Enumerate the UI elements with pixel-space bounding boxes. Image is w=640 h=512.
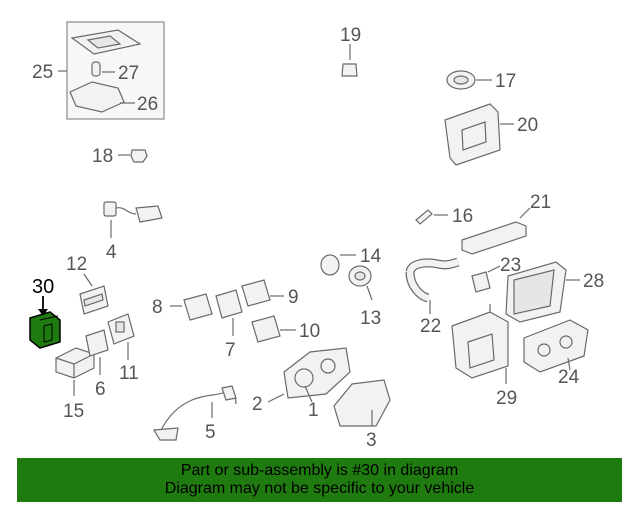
part-21-vent[interactable] [461, 207, 531, 255]
label-27: 27 [118, 63, 139, 84]
label-19: 19 [340, 25, 361, 46]
label-20: 20 [517, 115, 538, 136]
label-7: 7 [225, 340, 236, 361]
part-5-wiring-harness[interactable] [152, 385, 237, 441]
part-14-socket[interactable] [320, 254, 356, 276]
label-18: 18 [92, 146, 113, 167]
label-10: 10 [299, 321, 320, 342]
part-4-sensor[interactable] [103, 201, 163, 238]
part-20-bracket[interactable] [444, 103, 514, 166]
label-17: 17 [495, 71, 516, 92]
part-16-bulb[interactable] [415, 209, 448, 225]
label-29: 29 [496, 388, 517, 409]
part-8-switch[interactable] [170, 293, 213, 321]
label-15: 15 [63, 401, 84, 422]
part-28-display[interactable] [505, 261, 580, 323]
part-12-switch[interactable] [79, 273, 109, 315]
label-11: 11 [119, 363, 139, 384]
label-13: 13 [360, 308, 381, 329]
part-25-dome-light-assembly[interactable] [58, 21, 165, 120]
label-1: 1 [308, 400, 319, 421]
label-5: 5 [205, 422, 216, 443]
part-22-duct[interactable] [405, 257, 460, 314]
part-15-module[interactable] [55, 347, 95, 396]
part-19-clip[interactable] [341, 44, 358, 77]
part-11-switch[interactable] [107, 313, 135, 360]
notice-banner: Part or sub-assembly is #30 in diagram D… [17, 458, 622, 502]
part-17-lamp[interactable] [446, 70, 492, 90]
label-9: 9 [288, 287, 299, 308]
label-2: 2 [252, 394, 263, 415]
label-25: 25 [32, 62, 53, 83]
label-6: 6 [95, 379, 106, 400]
label-30: 30 [32, 276, 54, 298]
part-10-switch[interactable] [251, 315, 296, 343]
part-1-instrument-cluster[interactable] [267, 347, 351, 403]
part-6-switch[interactable] [85, 329, 109, 375]
part-24-climate-control[interactable] [523, 319, 589, 373]
label-4: 4 [106, 242, 117, 263]
parts-diagram: 25 27 26 18 19 17 20 4 12 [29, 21, 604, 451]
part-30-highlighted[interactable] [29, 296, 61, 349]
label-22: 22 [420, 316, 441, 337]
part-3-cluster-lens[interactable] [333, 379, 391, 427]
label-23: 23 [500, 255, 521, 276]
label-12: 12 [66, 254, 87, 275]
label-28: 28 [583, 271, 604, 292]
part-9-switch[interactable] [241, 279, 284, 307]
part-7-switch[interactable] [215, 289, 243, 336]
label-3: 3 [366, 430, 377, 451]
label-16: 16 [452, 206, 473, 227]
label-21: 21 [530, 192, 551, 213]
label-24: 24 [558, 367, 580, 388]
label-14: 14 [360, 246, 382, 267]
part-13-socket[interactable] [348, 265, 373, 301]
part-23-connector[interactable] [471, 265, 501, 293]
part-18-screw[interactable] [118, 149, 148, 163]
banner-line-2: Diagram may not be specific to your vehi… [164, 480, 475, 497]
label-26: 26 [137, 94, 158, 115]
label-8: 8 [152, 297, 163, 318]
banner-line-1: Part or sub-assembly is #30 in diagram [180, 462, 459, 479]
part-29-bracket[interactable] [451, 304, 509, 384]
